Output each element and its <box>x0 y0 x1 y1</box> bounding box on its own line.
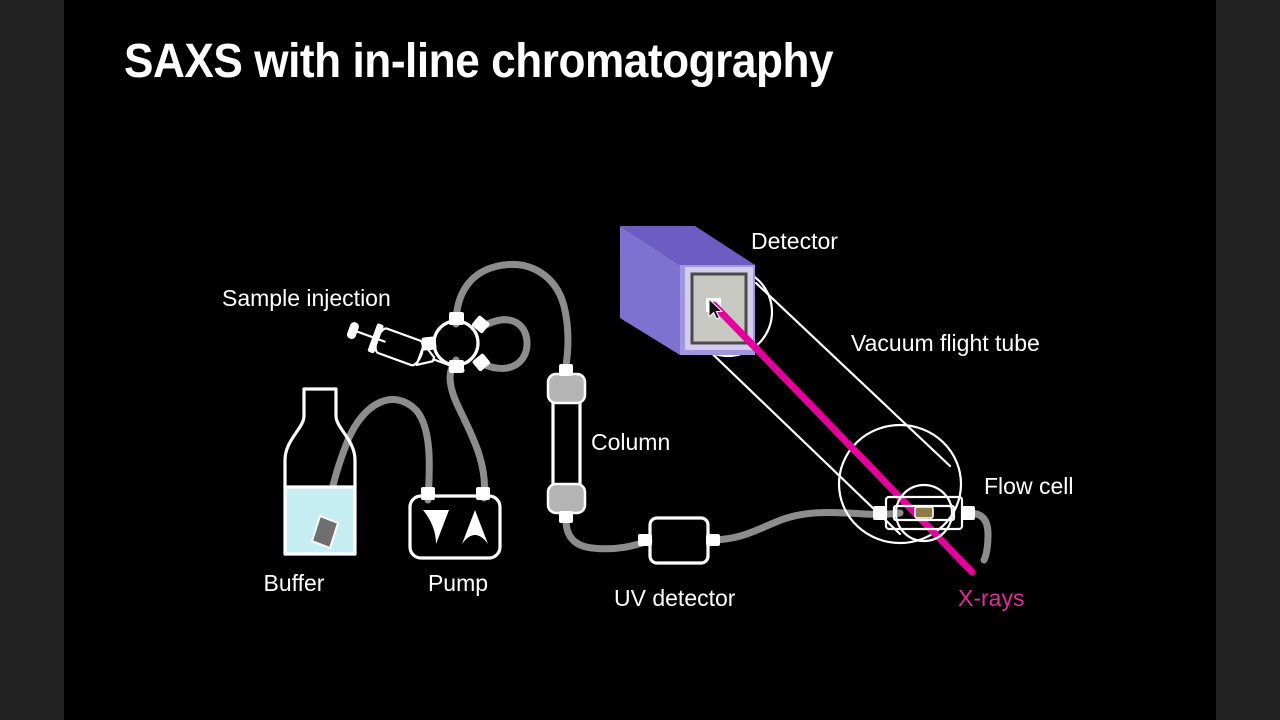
label-xrays: X-rays <box>958 585 1024 611</box>
tube-flowcell-outlet <box>965 509 992 564</box>
tube-pump-to-valve <box>446 356 489 502</box>
flow-cell-outlet-fitting <box>961 506 975 520</box>
sample-loop <box>478 316 531 372</box>
buffer-inlet-filter <box>310 514 340 550</box>
column-outlet-fitting <box>559 511 573 523</box>
label-pump: Pump <box>428 570 488 596</box>
column-bottom-cap <box>546 482 587 515</box>
syringe-flange <box>367 323 384 354</box>
column[interactable] <box>546 364 587 523</box>
flow-cell-capillary <box>892 504 956 522</box>
letterbox-right <box>1216 0 1280 720</box>
cursor-arrow-icon <box>708 297 724 320</box>
label-detector: Detector <box>751 228 838 254</box>
slide-canvas: SAXS with in-line chromatography <box>64 0 1216 720</box>
pump-arrow-down-icon <box>423 510 449 544</box>
injection-valve[interactable] <box>421 312 491 373</box>
label-vacuum-flight-tube: Vacuum flight tube <box>851 330 1040 356</box>
label-sample-injection: Sample injection <box>222 285 391 311</box>
uv-detector-outlet-fitting <box>706 534 720 546</box>
pump-outlet-fitting <box>476 487 490 500</box>
page-title: SAXS with in-line chromatography <box>124 35 834 88</box>
label-uv-detector: UV detector <box>614 585 736 611</box>
buffer-bottle-outline <box>283 387 357 556</box>
xray-beam <box>710 301 976 576</box>
valve-port-upper-right <box>471 315 490 334</box>
label-flow-cell: Flow cell <box>984 473 1073 499</box>
tube-column-to-uv <box>562 516 653 553</box>
letterbox-left <box>0 0 64 720</box>
buffer-bottle[interactable] <box>283 387 357 556</box>
flight-tube-sample-aperture <box>837 423 963 545</box>
label-buffer: Buffer <box>264 570 325 596</box>
pump-inlet-fitting <box>421 487 435 500</box>
tube-valve-to-column <box>452 261 572 370</box>
syringe-plunger-shaft <box>355 330 386 343</box>
column-top-cap <box>546 372 587 405</box>
valve-port-top <box>449 312 464 325</box>
detector-box-top <box>620 226 755 265</box>
syringe-needle <box>432 358 465 372</box>
pump[interactable] <box>408 487 502 560</box>
flow-cell-sample-plug <box>914 506 934 519</box>
pump-arrow-up-icon <box>462 510 488 544</box>
flow-cell[interactable] <box>873 483 975 543</box>
label-column: Column <box>591 429 670 455</box>
flow-cell-inlet-fitting <box>873 506 887 520</box>
column-inlet-fitting <box>559 364 573 376</box>
column-barrel <box>551 386 582 500</box>
flight-tube-edge-lower <box>698 340 902 536</box>
saxs-setup-diagram: Buffer Pump <box>222 226 1073 611</box>
uv-detector-body <box>648 516 710 565</box>
mouse-cursor <box>708 297 724 320</box>
pump-body <box>408 494 502 560</box>
syringe[interactable] <box>344 314 469 384</box>
flow-cell-beam-window <box>894 483 954 543</box>
detector-box-side <box>620 226 680 355</box>
syringe-thumb-rest <box>346 322 359 339</box>
uv-detector[interactable] <box>638 516 720 565</box>
detector-sensor-bezel <box>690 272 748 345</box>
area-detector[interactable] <box>620 226 755 355</box>
uv-detector-inlet-fitting <box>638 534 652 546</box>
flight-tube-edge-upper <box>754 281 952 468</box>
valve-port-lower-right <box>472 353 491 372</box>
